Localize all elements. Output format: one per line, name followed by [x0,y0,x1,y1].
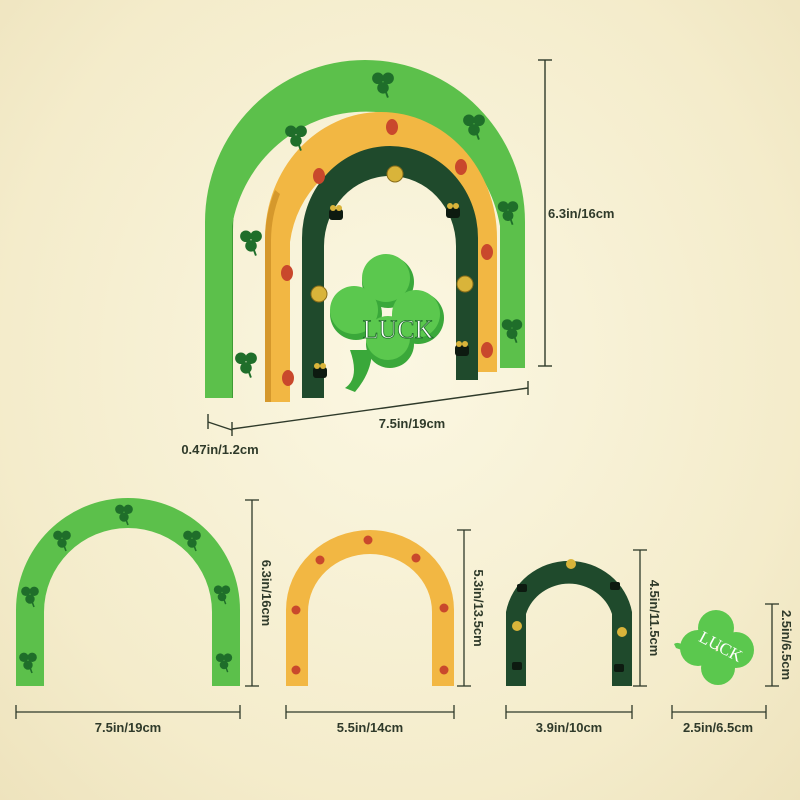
shamrock-width-label: 2.5in/6.5cm [683,720,753,735]
inner-arch-width-label: 3.9in/10cm [536,720,603,735]
assembled-depth-label: 0.47in/1.2cm [181,442,258,457]
outer-arch-width-label: 7.5in/19cm [95,720,162,735]
luck-shamrock: LUCK [330,254,444,392]
middle-arch-edge [265,190,280,402]
middle-arch-height-label: 5.3in/13.5cm [471,569,486,646]
assembled-width-label: 7.5in/19cm [379,416,446,431]
middle-arch-width-label: 5.5in/14cm [337,720,404,735]
assembled-height-label: 6.3in/16cm [548,206,615,221]
assembled-rainbow: LUCK [205,60,525,402]
shamrock-height-label: 2.5in/6.5cm [779,610,794,680]
outer-arch-height-label: 6.3in/16cm [259,560,274,627]
piece-dimension-lines [15,499,779,719]
piece-inner-arch [506,559,632,686]
piece-outer-arch [16,498,240,686]
yellow-arch-dots [281,119,493,386]
shamrock-luck-text: LUCK [363,315,434,344]
piece-middle-arch [286,530,454,686]
coin-icons [310,165,474,303]
pot-of-gold-icons [313,203,469,378]
piece-shamrock: LUCK [674,610,754,685]
inner-arch-height-label: 4.5in/11.5cm [647,580,662,657]
assembled-dimension-lines [207,59,552,436]
